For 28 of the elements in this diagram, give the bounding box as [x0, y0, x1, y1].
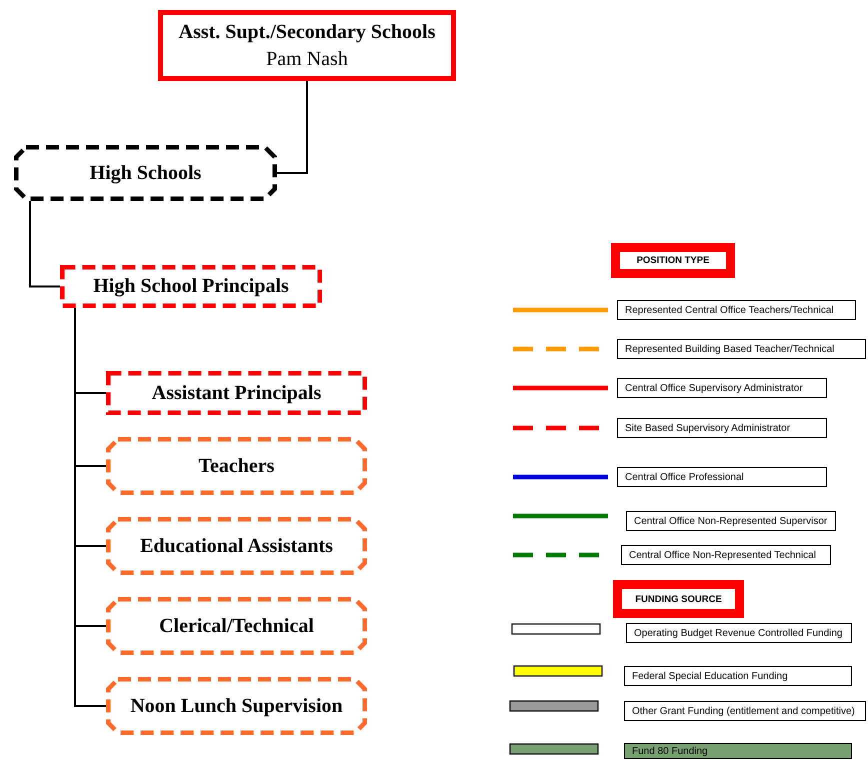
- node-title: High Schools: [90, 162, 202, 184]
- connector-line: [277, 81, 308, 174]
- legend-heading: POSITION TYPE: [611, 243, 735, 278]
- legend-label: Central Office Non-Represented Technical: [621, 545, 831, 565]
- node-title: Noon Lunch Supervision: [130, 694, 343, 718]
- legend-label: Central Office Professional: [617, 467, 827, 487]
- legend-label: Operating Budget Revenue Controlled Funding: [626, 623, 852, 643]
- node-title: Educational Assistants: [140, 534, 333, 558]
- org-box: [106, 371, 367, 415]
- connector-line: [74, 308, 106, 707]
- legend-label: Federal Special Education Funding: [624, 666, 852, 686]
- legend-label: Fund 80 Funding: [624, 743, 852, 759]
- node-title: Clerical/Technical: [159, 614, 314, 638]
- node-title: High School Principals: [93, 275, 289, 298]
- legend-label: Other Grant Funding (entitlement and competitive): [624, 701, 866, 721]
- legend-label: Central Office Supervisory Administrator: [617, 378, 827, 398]
- org-box: [60, 265, 322, 308]
- org-box: [158, 10, 456, 81]
- node-title: Asst. Supt./Secondary Schools: [178, 20, 436, 44]
- legend-label: Represented Central Office Teachers/Technical: [617, 300, 856, 320]
- legend-label: Represented Building Based Teacher/Technical: [617, 339, 866, 359]
- node-title: Assistant Principals: [152, 382, 322, 404]
- legend-label: Site Based Supervisory Administrator: [617, 418, 827, 438]
- legend-heading: FUNDING SOURCE: [613, 580, 744, 618]
- legend-label: Central Office Non-Represented Supervisor: [626, 511, 836, 531]
- node-title: Teachers: [198, 454, 274, 478]
- person-name: Pam Nash: [266, 48, 348, 70]
- connector-line: [29, 201, 60, 288]
